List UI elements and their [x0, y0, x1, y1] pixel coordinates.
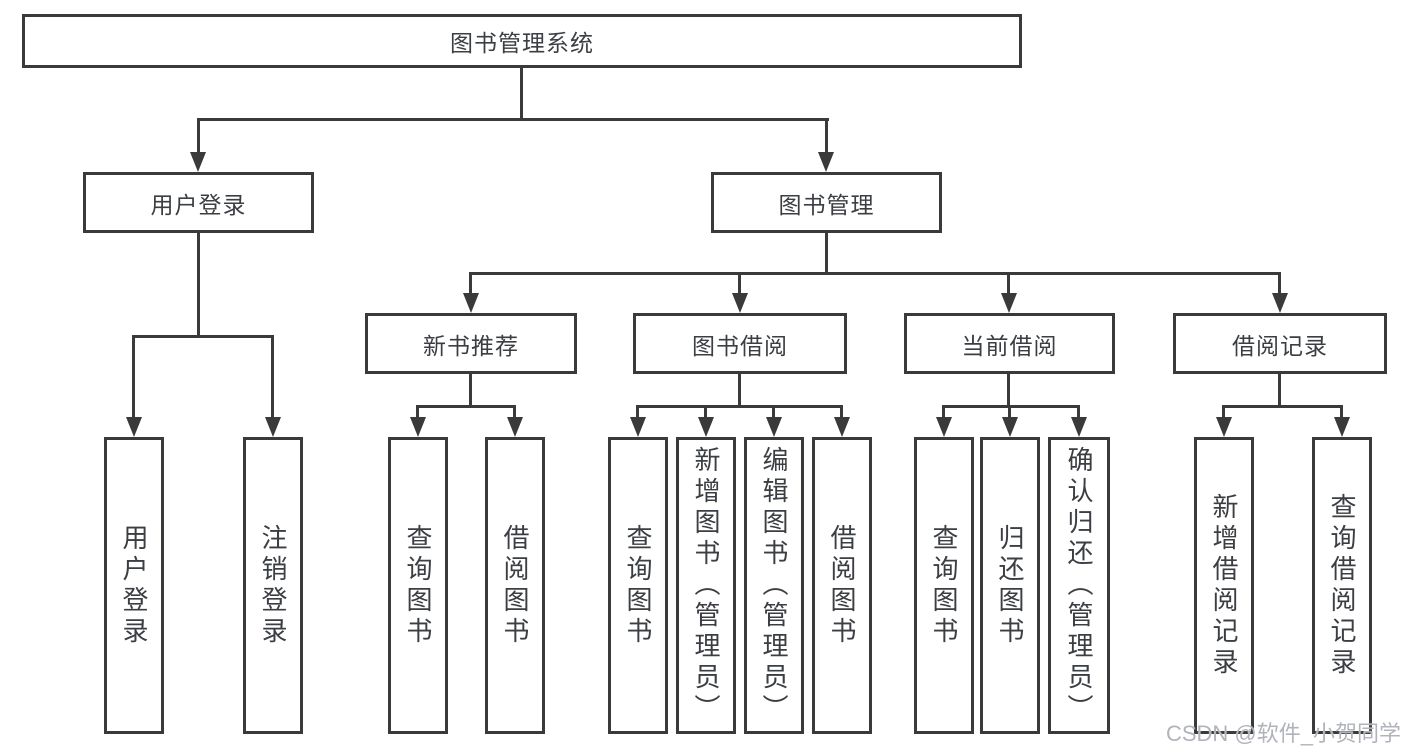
arrow-down-icon — [190, 152, 206, 172]
arrow-down-icon — [463, 293, 479, 313]
arrow-down-icon — [507, 417, 523, 437]
node-book-management: 图书管理 — [711, 172, 942, 233]
leaf-return-books: 归还图书 — [980, 437, 1040, 734]
arrow-down-icon — [1001, 293, 1017, 313]
arrow-down-icon — [1071, 417, 1087, 437]
leaf-confirm-return-admin: 确认归还（管理员） — [1048, 437, 1110, 734]
node-library-management-system: 图书管理系统 — [22, 14, 1022, 68]
node-label: 用户登录 — [150, 191, 247, 218]
connector-vline — [271, 335, 274, 420]
leaf-query-books-recommend: 查询图书 — [388, 437, 448, 734]
node-new-book-recommendation: 新书推荐 — [365, 313, 577, 374]
arrow-down-icon — [766, 417, 782, 437]
connector-hline — [942, 405, 1080, 408]
node-label: 新书推荐 — [423, 332, 519, 359]
csdn-watermark: CSDN @软件_小贺同学 — [1165, 721, 1401, 746]
node-label: 编辑图书（管理员） — [759, 446, 789, 725]
connector-vline — [1008, 405, 1011, 420]
node-label: 查询图书 — [929, 523, 959, 648]
node-label: 新增借阅记录 — [1209, 492, 1239, 679]
node-label: 借阅图书 — [827, 523, 857, 648]
connector-vline — [197, 118, 200, 155]
connector-vline — [1278, 272, 1281, 297]
arrow-down-icon — [936, 417, 952, 437]
connector-vline — [1007, 374, 1010, 405]
node-label: 查询借阅记录 — [1327, 492, 1357, 679]
node-book-borrowing: 图书借阅 — [633, 313, 847, 374]
connector-vline — [197, 233, 200, 335]
connector-vline — [772, 405, 775, 420]
leaf-add-book-admin: 新增图书（管理员） — [676, 437, 736, 734]
connector-vline — [1278, 374, 1281, 405]
leaf-borrow-books-recommend: 借阅图书 — [485, 437, 545, 734]
leaf-query-borrow-record: 查询借阅记录 — [1312, 437, 1372, 734]
connector-vline — [513, 405, 516, 420]
arrow-down-icon — [834, 417, 850, 437]
node-user-login: 用户登录 — [83, 172, 314, 233]
leaf-add-borrow-record: 新增借阅记录 — [1194, 437, 1254, 734]
arrow-down-icon — [1002, 417, 1018, 437]
node-label: 图书借阅 — [692, 332, 788, 359]
arrow-down-icon — [1334, 417, 1350, 437]
arrow-down-icon — [265, 417, 281, 437]
arrow-down-icon — [410, 417, 426, 437]
connector-vline — [1007, 272, 1010, 297]
connector-vline — [636, 405, 639, 420]
leaf-borrow-books-borrowing: 借阅图书 — [812, 437, 872, 734]
connector-hline — [416, 405, 516, 408]
connector-vline — [942, 405, 945, 420]
leaf-logout: 注销登录 — [243, 437, 303, 734]
connector-vline — [840, 405, 843, 420]
leaf-query-books-current: 查询图书 — [914, 437, 974, 734]
connector-vline — [825, 233, 828, 272]
arrow-down-icon — [126, 417, 142, 437]
arrow-down-icon — [732, 293, 748, 313]
connector-vline — [469, 272, 472, 297]
arrow-down-icon — [818, 152, 834, 172]
connector-hline — [636, 405, 843, 408]
node-label: 图书管理系统 — [450, 30, 594, 56]
node-label: 新增图书（管理员） — [691, 446, 721, 725]
node-label: 当前借阅 — [961, 332, 1058, 359]
leaf-query-books-borrowing: 查询图书 — [608, 437, 668, 734]
node-label: 用户登录 — [119, 523, 149, 648]
connector-vline — [1222, 405, 1225, 420]
connector-vline — [1077, 405, 1080, 420]
connector-hline — [132, 335, 274, 338]
leaf-user-login: 用户登录 — [104, 437, 164, 734]
connector-hline — [1222, 405, 1343, 408]
connector-hline — [197, 118, 829, 121]
arrow-down-icon — [698, 417, 714, 437]
connector-vline — [416, 405, 419, 420]
node-label: 注销登录 — [258, 523, 288, 648]
node-label: 归还图书 — [995, 523, 1025, 648]
node-label: 借阅图书 — [500, 523, 530, 648]
node-borrowing-records: 借阅记录 — [1173, 313, 1387, 374]
connector-vline — [520, 68, 523, 118]
arrow-down-icon — [1216, 417, 1232, 437]
node-label: 图书管理 — [778, 191, 875, 218]
node-current-borrowing: 当前借阅 — [904, 313, 1115, 374]
connector-vline — [825, 118, 828, 155]
connector-vline — [132, 335, 135, 420]
node-label: 确认归还（管理员） — [1064, 446, 1094, 725]
connector-vline — [1340, 405, 1343, 420]
connector-vline — [704, 405, 707, 420]
connector-vline — [738, 374, 741, 405]
node-label: 借阅记录 — [1232, 332, 1328, 359]
arrow-down-icon — [630, 417, 646, 437]
connector-vline — [738, 272, 741, 297]
leaf-edit-book-admin: 编辑图书（管理员） — [744, 437, 804, 734]
node-label: 查询图书 — [403, 523, 433, 648]
node-label: 查询图书 — [623, 523, 653, 648]
connector-vline — [469, 374, 472, 405]
arrow-down-icon — [1272, 293, 1288, 313]
connector-hline — [469, 272, 1281, 275]
